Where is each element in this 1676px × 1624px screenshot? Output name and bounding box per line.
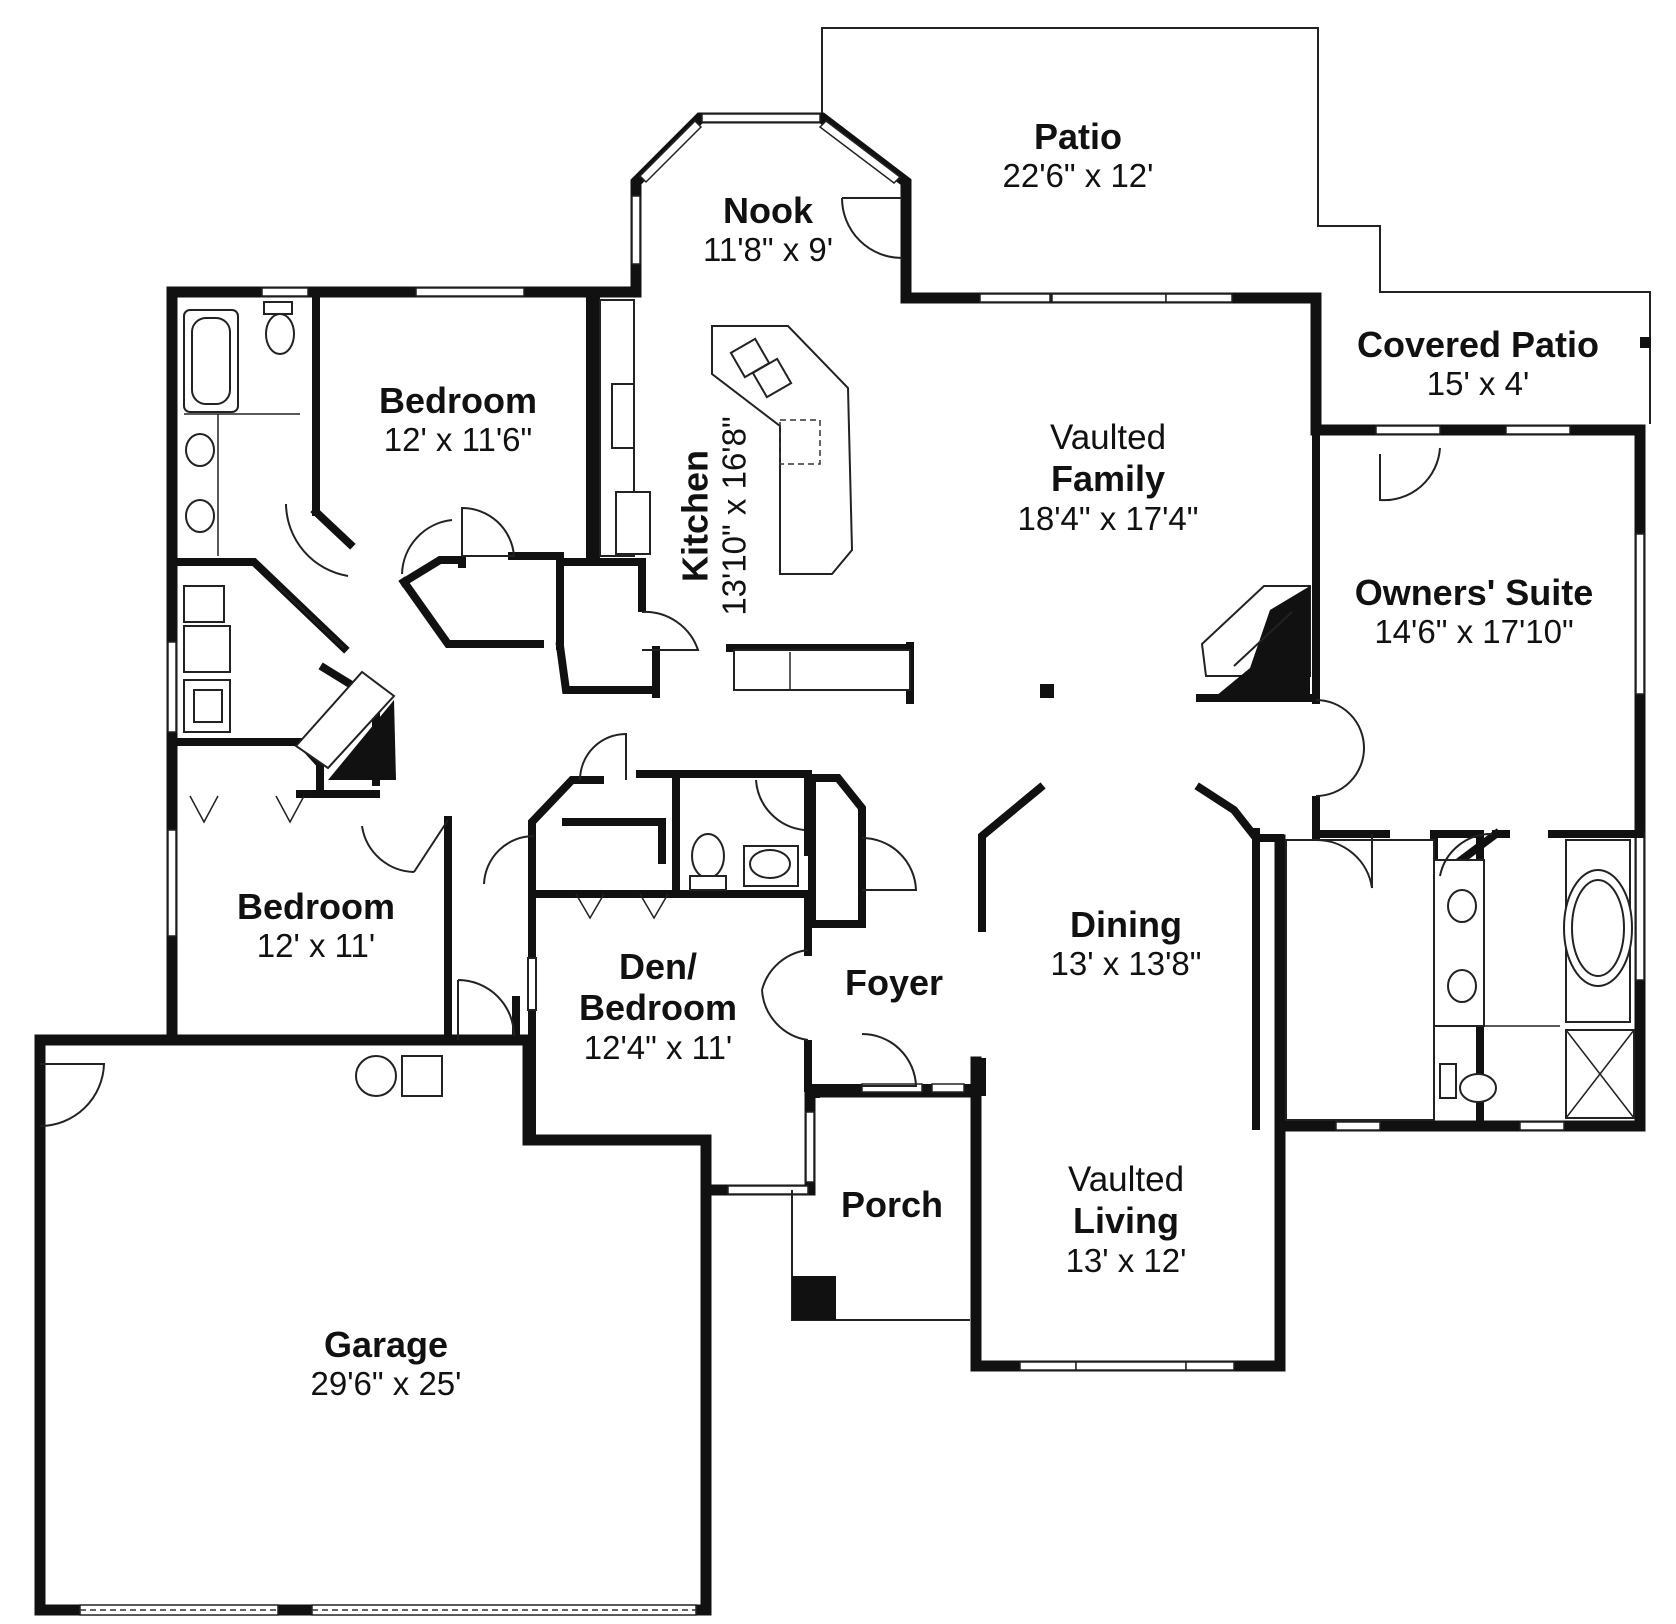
room-label-garage: Garage 29'6" x 25' [311, 1324, 462, 1403]
room-name: Bedroom [378, 380, 538, 421]
room-label-owners-suite: Owners' Suite 14'6" x 17'10" [1355, 572, 1594, 651]
room-name: Family [1050, 458, 1166, 500]
powder-bath-fixtures [689, 833, 799, 891]
room-label-patio: Patio 22'6" x 12' [1003, 116, 1154, 195]
room-dimensions: 18'4" x 17'4" [1017, 499, 1199, 537]
doors [189, 447, 1493, 1087]
room-name: Patio [1033, 116, 1123, 157]
room-name: Bedroom [236, 886, 396, 927]
interior-walls [168, 292, 1644, 1144]
room-label-bedroom-1: Bedroom 12' x 11'6" [379, 380, 537, 459]
room-label-kitchen: Kitchen 13'10" x 16'8" [674, 416, 753, 615]
room-name-2: Bedroom [578, 987, 738, 1029]
room-label-covered-patio: Covered Patio 15' x 4' [1357, 324, 1599, 403]
room-name: Foyer [844, 962, 944, 1003]
room-dimensions: 15' x 4' [1426, 365, 1530, 403]
room-dimensions: 13' x 12' [1065, 1241, 1187, 1279]
room-name: Nook [723, 190, 813, 231]
room-label-living: Vaulted Living 13' x 12' [1066, 1160, 1187, 1280]
owners-bath-fixtures [1285, 839, 1635, 1121]
room-name: Porch [840, 1184, 944, 1225]
room-name: Garage [323, 1324, 449, 1365]
room-prefix: Vaulted [1049, 418, 1167, 457]
room-label-foyer: Foyer [845, 962, 943, 1003]
porch [791, 1083, 980, 1321]
room-dimensions: 11'8" x 9' [702, 231, 834, 269]
room-label-nook: Nook 11'8" x 9' [703, 190, 833, 269]
room-name: Covered Patio [1356, 324, 1600, 365]
kitchen-fixtures [599, 299, 911, 691]
patio-outline [821, 27, 1651, 424]
room-name: Dining [1070, 904, 1182, 945]
room-name: Den/ [618, 946, 698, 987]
room-dimensions: 13'10" x 16'8" [715, 416, 753, 616]
patio-post [1640, 337, 1651, 348]
exterior-walls [34, 286, 1646, 1616]
fireplace [294, 585, 1311, 780]
bath-fixtures [183, 301, 300, 733]
room-dimensions: 12' x 11'6" [383, 421, 533, 459]
nook-bay-wall [630, 112, 912, 298]
room-name: Living [1072, 1200, 1179, 1242]
room-name: Owners' Suite [1354, 572, 1594, 613]
room-dimensions: 12'4" x 11' [583, 1028, 733, 1066]
column [1040, 684, 1054, 698]
room-dimensions: 14'6" x 17'10" [1374, 613, 1574, 651]
room-dimensions: 22'6" x 12' [1002, 157, 1154, 195]
room-label-dining: Dining 13' x 13'8" [1051, 904, 1202, 983]
room-prefix: Vaulted [1067, 1160, 1185, 1199]
nook-door [841, 197, 903, 259]
room-dimensions: 12' x 11' [256, 927, 376, 965]
room-label-den: Den/ Bedroom 12'4" x 11' [579, 946, 737, 1067]
room-dimensions: 29'6" x 25' [310, 1365, 462, 1403]
room-name: Kitchen [674, 450, 716, 583]
room-dimensions: 13' x 13'8" [1050, 945, 1202, 983]
room-label-bedroom-2: Bedroom 12' x 11' [237, 886, 395, 965]
room-label-family: Vaulted Family 18'4" x 17'4" [1018, 418, 1199, 538]
garage-fixtures [39, 979, 515, 1127]
room-label-porch: Porch [841, 1184, 943, 1225]
